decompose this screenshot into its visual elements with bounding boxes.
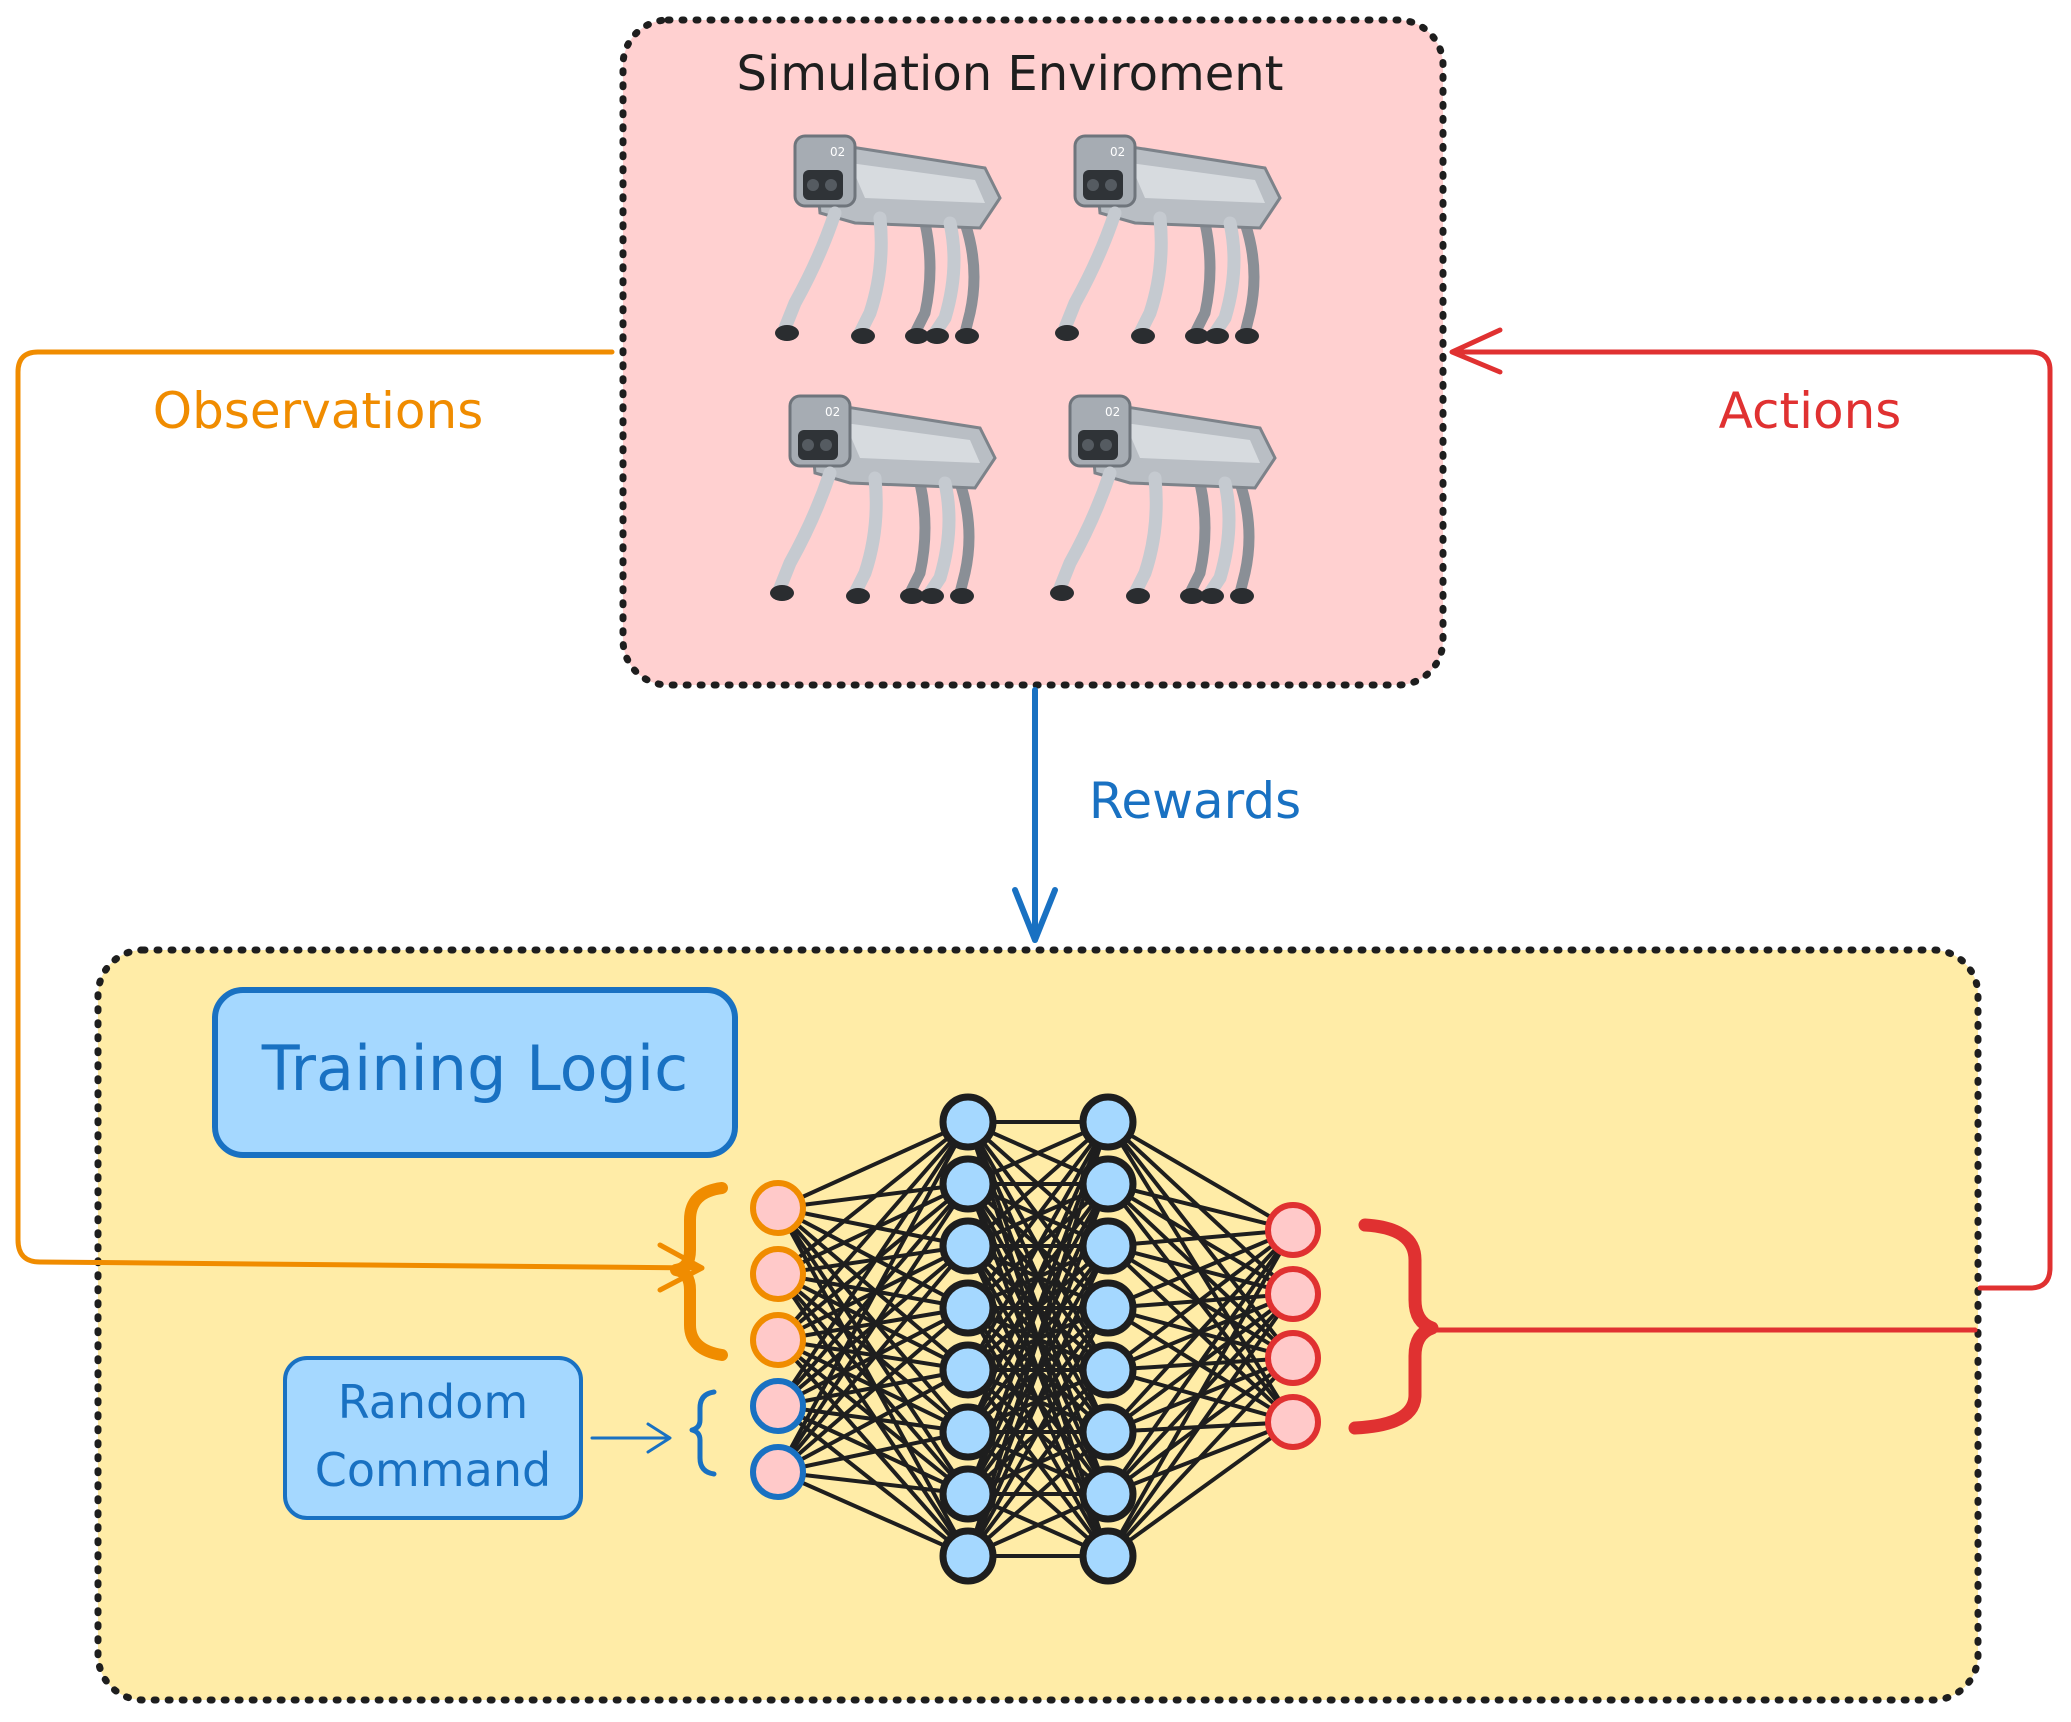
hidden-layer-2-node xyxy=(1079,1279,1137,1337)
network-edge xyxy=(776,1244,970,1474)
training-logic-title: Training Logic xyxy=(261,1032,688,1105)
network-edge xyxy=(777,1368,969,1474)
network-edge xyxy=(1107,1228,1294,1310)
network-edge xyxy=(777,1430,969,1474)
output-brace xyxy=(1348,1218,1439,1435)
network-edge xyxy=(776,1121,970,1473)
network-edge xyxy=(1106,1228,1295,1434)
actions-arrow xyxy=(1452,349,2053,1291)
network-edge xyxy=(1106,1228,1295,1496)
observations-arrow xyxy=(15,349,703,1271)
observation-input-node xyxy=(750,1312,806,1368)
random-command-arrow xyxy=(590,1422,672,1454)
random-command-label-line1: Random xyxy=(338,1375,528,1429)
hidden-layer-1-node xyxy=(939,1465,997,1523)
network-edge xyxy=(776,1120,970,1342)
output-node xyxy=(1265,1266,1321,1322)
hidden-layer-2-node xyxy=(1079,1155,1137,1213)
network-edge xyxy=(1107,1228,1294,1248)
observations-arrowhead xyxy=(657,1242,705,1293)
hidden-layer-2-node xyxy=(1079,1341,1137,1399)
command-input-node xyxy=(750,1378,806,1434)
hidden-layer-2-node xyxy=(1079,1527,1137,1585)
network-edge xyxy=(776,1120,970,1408)
simulation-title: Simulation Enviroment xyxy=(736,46,1283,102)
neural-network xyxy=(750,1093,1321,1585)
network-edge xyxy=(776,1306,970,1474)
actions-label: Actions xyxy=(1719,382,1902,440)
observation-input-node xyxy=(750,1246,806,1302)
network-edge xyxy=(966,1120,1110,1310)
observation-input-node xyxy=(750,1180,806,1236)
rewards-arrowhead xyxy=(1012,887,1058,943)
output-node xyxy=(1265,1202,1321,1258)
network-edge xyxy=(1106,1228,1295,1372)
output-node xyxy=(1265,1330,1321,1386)
hidden-layer-1-node xyxy=(939,1217,997,1275)
network-edge xyxy=(777,1120,969,1210)
hidden-layer-1-node xyxy=(939,1279,997,1337)
network-edge xyxy=(776,1182,970,1474)
network-edge xyxy=(776,1120,970,1276)
simulation-environment-box xyxy=(619,16,1447,689)
hidden-layer-1-node xyxy=(939,1527,997,1585)
hidden-layer-1-node xyxy=(939,1155,997,1213)
network-edge xyxy=(1106,1292,1295,1558)
command-input-brace xyxy=(689,1389,717,1477)
hidden-layer-2-node xyxy=(1079,1403,1137,1461)
network-edge xyxy=(966,1430,1110,1558)
hidden-layer-2-node xyxy=(1079,1093,1137,1151)
rewards-label: Rewards xyxy=(1089,772,1301,830)
hidden-layer-2-node xyxy=(1079,1217,1137,1275)
hidden-layer-1-node xyxy=(939,1341,997,1399)
command-input-node xyxy=(750,1444,806,1500)
observation-input-brace xyxy=(670,1182,728,1361)
random-command-box xyxy=(283,1356,583,1520)
network-edge xyxy=(966,1368,1110,1558)
actions-arrowhead xyxy=(1449,327,1503,375)
output-node xyxy=(1265,1394,1321,1450)
hidden-layer-1-node xyxy=(939,1403,997,1461)
random-command-label-line2: Command xyxy=(315,1443,551,1497)
network-edge xyxy=(777,1470,969,1558)
network-edge xyxy=(1106,1120,1295,1232)
network-edge xyxy=(1106,1229,1295,1557)
network-edge xyxy=(1106,1420,1295,1558)
network-edge xyxy=(966,1120,1110,1248)
network-edge xyxy=(966,1307,1110,1557)
hidden-layer-1-node xyxy=(939,1093,997,1151)
network-edge xyxy=(966,1121,1110,1371)
hidden-layer-2-node xyxy=(1079,1465,1137,1523)
training-logic-label-box xyxy=(212,987,738,1158)
observations-label: Observations xyxy=(153,382,484,440)
network-edge xyxy=(1106,1356,1295,1558)
network-edge xyxy=(1107,1182,1294,1232)
network-edge xyxy=(777,1470,969,1496)
